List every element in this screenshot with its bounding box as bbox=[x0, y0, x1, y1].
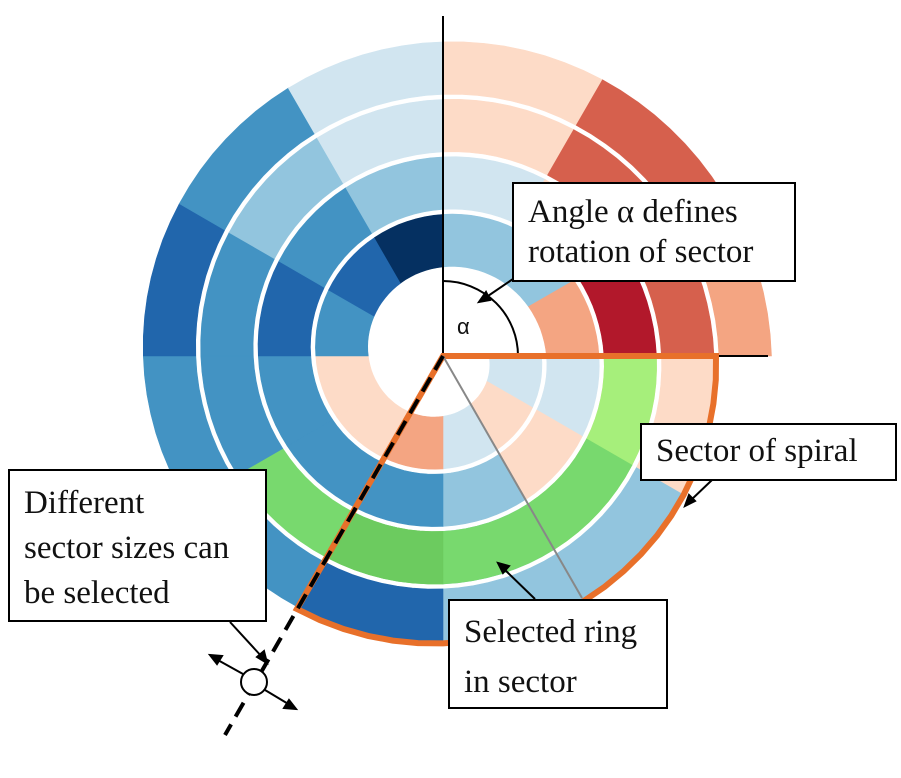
callout-different-line2: sector sizes can bbox=[24, 530, 230, 566]
callout-different-sizes: Different sector sizes can be selected bbox=[8, 469, 267, 622]
callout-different-line1: Different bbox=[24, 485, 145, 521]
callout-ring-line1: Selected ring bbox=[464, 614, 638, 650]
callout-angle-line2: rotation of sector bbox=[528, 234, 754, 270]
callout-selected-ring: Selected ring in sector bbox=[448, 599, 668, 709]
callout-sector: Sector of spiral bbox=[640, 423, 897, 481]
angle-arc bbox=[442, 280, 519, 357]
resize-handle[interactable] bbox=[240, 668, 268, 696]
callout-sector-line1: Sector of spiral bbox=[656, 433, 858, 469]
sector-divider-line bbox=[442, 355, 583, 599]
arrow-icon bbox=[207, 278, 713, 711]
callout-different-line3: be selected bbox=[24, 575, 170, 611]
alpha-label: α bbox=[457, 314, 470, 339]
callout-ring-line2: in sector bbox=[464, 664, 577, 700]
callout-angle-line1: Angle α defines bbox=[528, 194, 738, 230]
callout-angle: Angle α defines rotation of sector bbox=[512, 182, 796, 282]
